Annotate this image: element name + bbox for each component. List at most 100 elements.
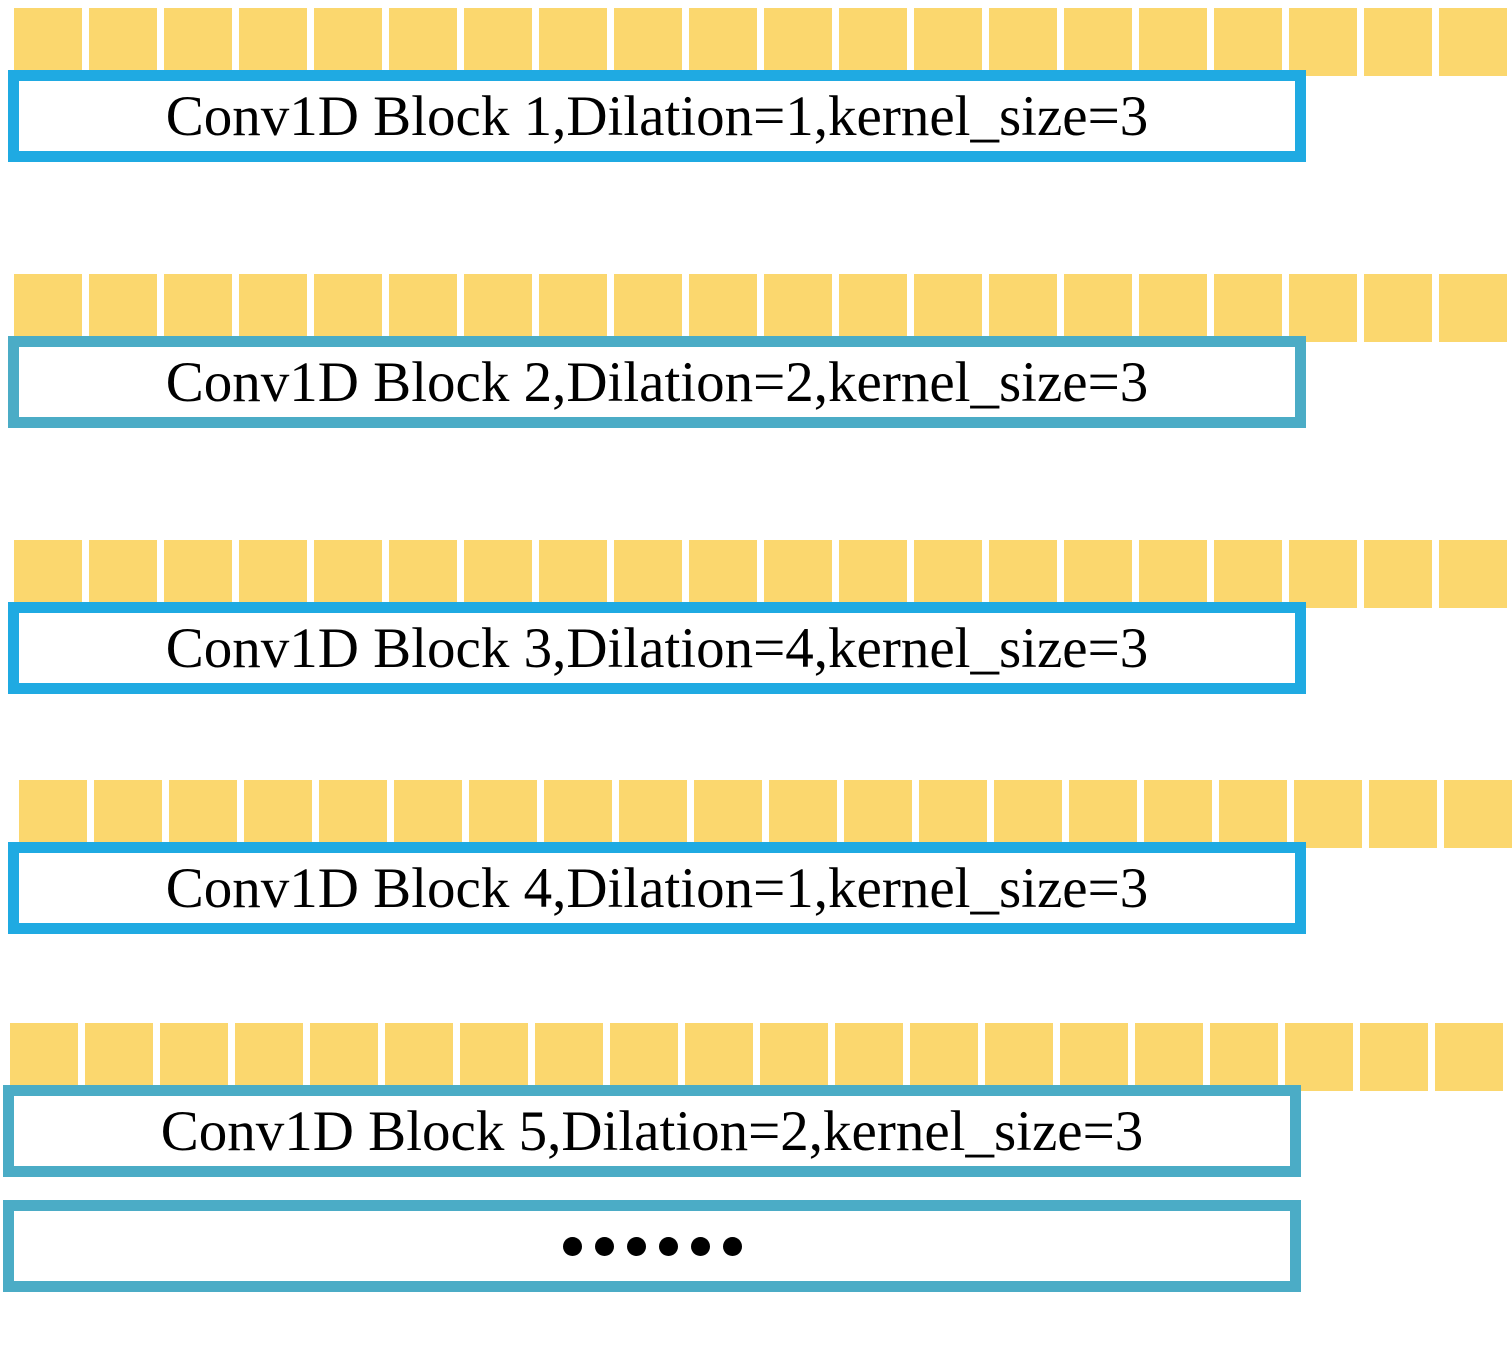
feature-square bbox=[239, 540, 307, 608]
ellipsis-dot bbox=[690, 1236, 710, 1256]
feature-square bbox=[835, 1023, 903, 1091]
feature-square bbox=[235, 1023, 303, 1091]
feature-square bbox=[1289, 540, 1357, 608]
feature-square bbox=[760, 1023, 828, 1091]
feature-square bbox=[1139, 274, 1207, 342]
feature-square bbox=[1294, 780, 1362, 848]
feature-square bbox=[619, 780, 687, 848]
feature-square bbox=[910, 1023, 978, 1091]
feature-square bbox=[319, 780, 387, 848]
feature-square bbox=[314, 540, 382, 608]
conv1d-block-5-label: Conv1D Block 5,Dilation=2,kernel_size=3 bbox=[160, 1099, 1144, 1163]
feature-square bbox=[985, 1023, 1053, 1091]
feature-square bbox=[914, 274, 982, 342]
feature-sequence-row-3 bbox=[14, 540, 1507, 608]
feature-square bbox=[1144, 780, 1212, 848]
ellipsis-dot bbox=[722, 1236, 742, 1256]
feature-square bbox=[1069, 780, 1137, 848]
feature-square bbox=[1289, 274, 1357, 342]
conv1d-block-3-box: Conv1D Block 3,Dilation=4,kernel_size=3 bbox=[8, 602, 1306, 694]
ellipsis-dot bbox=[594, 1236, 614, 1256]
feature-square bbox=[539, 274, 607, 342]
feature-square bbox=[394, 780, 462, 848]
feature-square bbox=[1139, 8, 1207, 76]
feature-square bbox=[14, 274, 82, 342]
feature-square bbox=[994, 780, 1062, 848]
feature-square bbox=[89, 8, 157, 76]
feature-square bbox=[839, 540, 907, 608]
feature-square bbox=[310, 1023, 378, 1091]
feature-square bbox=[1364, 8, 1432, 76]
feature-square bbox=[1135, 1023, 1203, 1091]
feature-square bbox=[614, 8, 682, 76]
feature-sequence-row-1 bbox=[14, 8, 1507, 76]
feature-square bbox=[685, 1023, 753, 1091]
more-blocks-ellipsis-box bbox=[3, 1200, 1301, 1292]
feature-square bbox=[989, 540, 1057, 608]
feature-square bbox=[614, 540, 682, 608]
feature-square bbox=[539, 540, 607, 608]
feature-square bbox=[844, 780, 912, 848]
feature-square bbox=[839, 274, 907, 342]
feature-square bbox=[160, 1023, 228, 1091]
feature-square bbox=[1439, 8, 1507, 76]
feature-square bbox=[839, 8, 907, 76]
feature-square bbox=[10, 1023, 78, 1091]
feature-square bbox=[1214, 540, 1282, 608]
feature-square bbox=[919, 780, 987, 848]
feature-sequence-row-5 bbox=[10, 1023, 1503, 1091]
conv-block-row-3: Conv1D Block 3,Dilation=4,kernel_size=3 bbox=[0, 540, 1512, 700]
feature-square bbox=[19, 780, 87, 848]
feature-square bbox=[1210, 1023, 1278, 1091]
feature-sequence-row-4 bbox=[19, 780, 1512, 848]
ellipsis-dot bbox=[658, 1236, 678, 1256]
feature-square bbox=[314, 274, 382, 342]
feature-square bbox=[464, 8, 532, 76]
feature-square bbox=[694, 780, 762, 848]
feature-square bbox=[1064, 274, 1132, 342]
conv1d-block-2-label: Conv1D Block 2,Dilation=2,kernel_size=3 bbox=[165, 350, 1149, 414]
feature-square bbox=[914, 540, 982, 608]
conv1d-block-3-label: Conv1D Block 3,Dilation=4,kernel_size=3 bbox=[165, 616, 1149, 680]
feature-square bbox=[464, 274, 532, 342]
feature-square bbox=[385, 1023, 453, 1091]
feature-square bbox=[460, 1023, 528, 1091]
conv-block-row-4: Conv1D Block 4,Dilation=1,kernel_size=3 bbox=[0, 780, 1512, 940]
feature-square bbox=[1364, 540, 1432, 608]
feature-square bbox=[1360, 1023, 1428, 1091]
ellipsis-dot bbox=[562, 1236, 582, 1256]
ellipsis-dot bbox=[626, 1236, 646, 1256]
feature-square bbox=[164, 8, 232, 76]
conv-block-row-5: Conv1D Block 5,Dilation=2,kernel_size=3 bbox=[0, 1023, 1512, 1183]
feature-square bbox=[164, 274, 232, 342]
feature-square bbox=[1214, 8, 1282, 76]
feature-square bbox=[610, 1023, 678, 1091]
feature-square bbox=[1214, 274, 1282, 342]
feature-square bbox=[89, 274, 157, 342]
conv1d-block-1-label: Conv1D Block 1,Dilation=1,kernel_size=3 bbox=[165, 84, 1149, 148]
feature-square bbox=[1435, 1023, 1503, 1091]
feature-square bbox=[169, 780, 237, 848]
conv1d-block-1-box: Conv1D Block 1,Dilation=1,kernel_size=3 bbox=[8, 70, 1306, 162]
feature-square bbox=[689, 8, 757, 76]
feature-square bbox=[689, 274, 757, 342]
conv-block-row-2: Conv1D Block 2,Dilation=2,kernel_size=3 bbox=[0, 274, 1512, 434]
feature-square bbox=[1364, 274, 1432, 342]
feature-square bbox=[1285, 1023, 1353, 1091]
feature-square bbox=[164, 540, 232, 608]
feature-square bbox=[94, 780, 162, 848]
feature-square bbox=[1139, 540, 1207, 608]
feature-sequence-row-2 bbox=[14, 274, 1507, 342]
feature-square bbox=[85, 1023, 153, 1091]
conv1d-block-4-label: Conv1D Block 4,Dilation=1,kernel_size=3 bbox=[165, 856, 1149, 920]
feature-square bbox=[1060, 1023, 1128, 1091]
feature-square bbox=[389, 540, 457, 608]
feature-square bbox=[1064, 8, 1132, 76]
feature-square bbox=[769, 780, 837, 848]
feature-square bbox=[1444, 780, 1512, 848]
feature-square bbox=[689, 540, 757, 608]
feature-square bbox=[244, 780, 312, 848]
conv1d-block-4-box: Conv1D Block 4,Dilation=1,kernel_size=3 bbox=[8, 842, 1306, 934]
conv-block-row-1: Conv1D Block 1,Dilation=1,kernel_size=3 bbox=[0, 8, 1512, 168]
